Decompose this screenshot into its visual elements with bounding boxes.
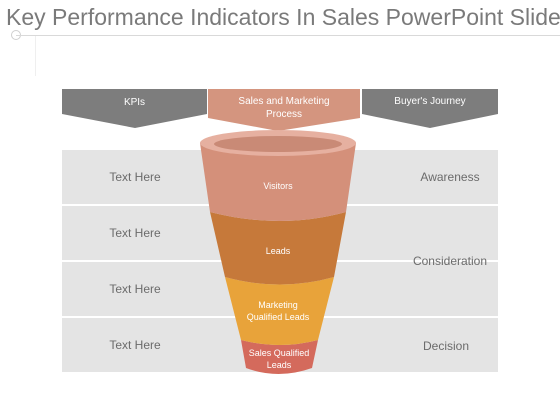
journey-header-shape — [362, 89, 498, 128]
kpis-header-shape — [62, 89, 207, 128]
kpi-text-2: Text Here — [109, 226, 161, 240]
funnel-stage-marketing-qualified — [225, 277, 334, 345]
kpi-text-1: Text Here — [109, 170, 161, 184]
funnel-stage-leads — [210, 212, 346, 285]
journey-consideration: Consideration — [412, 254, 488, 268]
kpi-text-4: Text Here — [109, 338, 161, 352]
title-rule — [16, 35, 560, 36]
slide-title: Key Performance Indicators In Sales Powe… — [6, 4, 560, 30]
funnel-label-visitors: Visitors — [263, 181, 293, 191]
process-header-label: Sales and Marketing Process — [238, 96, 330, 120]
journey-header-label: Buyer's Journey — [394, 96, 466, 107]
kpi-text-3: Text Here — [109, 282, 161, 296]
funnel-stage-visitors — [200, 143, 356, 221]
funnel-stage-sales-qualified — [241, 340, 318, 374]
funnel-label-sales-qualified: Sales Qualified Leads — [248, 348, 310, 370]
process-header-shape — [208, 89, 360, 131]
funnel-label-marketing-qualified: Marketing Qualified Leads — [246, 300, 310, 322]
journey-decision: Decision — [422, 339, 470, 353]
journey-awareness: Awareness — [420, 170, 480, 184]
kpis-header-label: KPIs — [123, 97, 146, 108]
funnel-label-leads: Leads — [265, 246, 291, 256]
title-decoration-line — [35, 36, 36, 76]
funnel-opening — [214, 136, 342, 152]
